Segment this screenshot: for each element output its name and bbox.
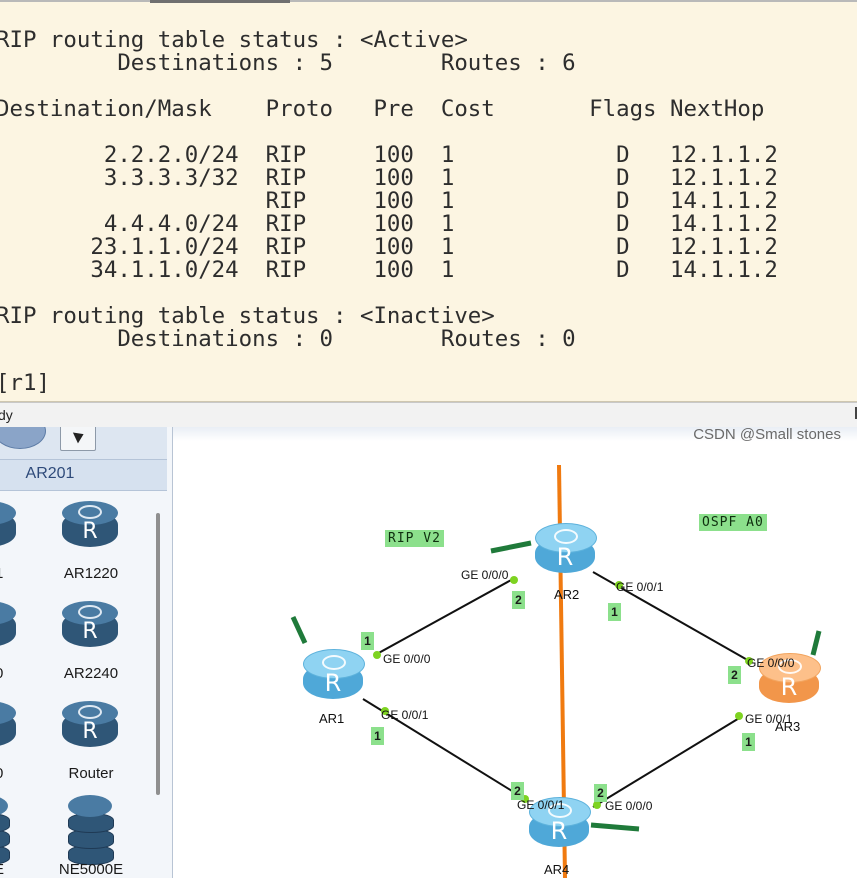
canvas-top-band (173, 427, 857, 441)
router-label-ar3: AR3 (775, 719, 801, 734)
router-arrows-icon (778, 659, 802, 674)
port-number: 2 (512, 591, 525, 609)
category-label: AR201 (25, 465, 75, 482)
interface-label: GE 0/0/1 (381, 708, 429, 722)
router-arrows-icon (554, 529, 578, 544)
terminal-line: Destinations : 0 Routes : 0 (0, 326, 576, 352)
router-ar2[interactable]: R (535, 523, 597, 579)
pointer-icon[interactable] (60, 427, 96, 451)
terminal-prompt[interactable]: [r1] (0, 370, 50, 396)
status-text: dy (0, 407, 13, 423)
port-dot (735, 712, 743, 720)
router-icon: R (62, 501, 118, 553)
topology-canvas[interactable]: RIP V2 OSPF A0 R AR1 R AR2 R AR3 R AR4 G… (173, 427, 857, 878)
port-dot (510, 576, 518, 584)
rip-v2-tag[interactable]: RIP V2 (385, 530, 444, 547)
cloud-icon[interactable] (0, 427, 46, 449)
watermark: CSDN @Small stones (693, 426, 841, 443)
router-label-ar2: AR2 (554, 587, 580, 602)
router-ar3[interactable]: R (759, 653, 821, 709)
router-label-ar4: AR4 (544, 862, 570, 877)
port-dot (381, 707, 389, 715)
link-ar4-ar3 (592, 716, 742, 808)
terminal-line: 4.4.4.0/24 RIP 100 1 D 14.1.1.2 (0, 211, 778, 237)
router-ar4[interactable]: R (529, 797, 591, 853)
terminal-line: 34.1.1.0/24 RIP 100 1 D 14.1.1.2 (0, 257, 778, 283)
router-icon: R (62, 701, 118, 753)
ospf-a0-tag[interactable]: OSPF A0 (699, 514, 767, 531)
annotation-stroke (290, 615, 308, 645)
palette-toolbar (0, 427, 167, 459)
device-palette: AR201 R 01 R AR1220 R 20 R AR2240 R 60 R… (0, 427, 173, 878)
router-icon: R (0, 701, 16, 753)
terminal-window[interactable]: RIP routing table status : <Active> Dest… (0, 0, 857, 402)
interface-label: GE 0/0/0 (747, 656, 795, 670)
port-number: 1 (371, 727, 384, 745)
router-glyph: R (556, 543, 574, 571)
port-number: 1 (742, 733, 755, 751)
palette-category[interactable]: AR201 (0, 459, 167, 491)
router-arrows-icon (322, 655, 346, 670)
interface-label: GE 0/0/1 (745, 712, 793, 726)
topology-links (290, 464, 822, 878)
annotation-stroke (590, 822, 640, 832)
router-icon: R (0, 501, 16, 553)
port-dot (373, 651, 381, 659)
device-label: AR1220 (63, 565, 119, 582)
palette-scrollbar[interactable] (156, 513, 160, 795)
interface-label: GE 0/0/1 (616, 580, 664, 594)
terminal-line: Destinations : 5 Routes : 6 (0, 50, 576, 76)
router-glyph: R (550, 817, 568, 845)
port-dot (745, 657, 753, 665)
window-border (0, 0, 857, 2)
switch-stack-icon (0, 795, 10, 875)
terminal-line: RIP routing table status : <Active> (0, 27, 468, 53)
port-number: 2 (728, 666, 741, 684)
router-glyph: R (324, 669, 342, 697)
device-label: 01 (0, 565, 50, 582)
link-ar1-ar4 (362, 698, 526, 800)
router-glyph: R (780, 673, 798, 701)
status-divider (855, 407, 857, 419)
port-number: 2 (511, 782, 524, 800)
terminal-line: 23.1.1.0/24 RIP 100 1 D 12.1.1.2 (0, 234, 778, 260)
device-label: 20 (0, 665, 50, 682)
switch-stack-icon (68, 795, 114, 875)
terminal-line: RIP 100 1 D 14.1.1.2 (0, 188, 778, 214)
interface-label: GE 0/0/0 (461, 568, 509, 582)
device-label: Router (68, 765, 114, 782)
terminal-line: 2.2.2.0/24 RIP 100 1 D 12.1.1.2 (0, 142, 778, 168)
port-number: 2 (594, 784, 607, 802)
terminal-line: RIP routing table status : <Inactive> (0, 303, 495, 329)
router-icon: R (62, 601, 118, 653)
interface-label: GE 0/0/1 (517, 798, 565, 812)
status-bar: dy (0, 402, 857, 428)
device-label: E (0, 861, 54, 878)
annotation-stroke (490, 540, 532, 554)
port-number: 1 (361, 632, 374, 650)
router-label-ar1: AR1 (319, 711, 345, 726)
interface-label: GE 0/0/0 (383, 652, 431, 666)
router-icon: R (0, 601, 16, 653)
annotation-stroke (810, 630, 822, 656)
router-arrows-icon (548, 803, 572, 818)
device-label: 60 (0, 765, 50, 782)
port-dot (593, 801, 601, 809)
window-scroll-edge (150, 0, 290, 3)
link-ar1-ar2 (374, 578, 514, 656)
terminal-line: Destination/Mask Proto Pre Cost Flags Ne… (0, 96, 765, 122)
port-dot (615, 581, 623, 589)
device-label: AR2240 (63, 665, 119, 682)
terminal-line: 3.3.3.3/32 RIP 100 1 D 12.1.1.2 (0, 165, 778, 191)
port-number: 1 (608, 603, 621, 621)
router-ar1[interactable]: R (303, 649, 365, 705)
device-label: NE5000E (58, 861, 124, 878)
interface-label: GE 0/0/0 (605, 799, 653, 813)
